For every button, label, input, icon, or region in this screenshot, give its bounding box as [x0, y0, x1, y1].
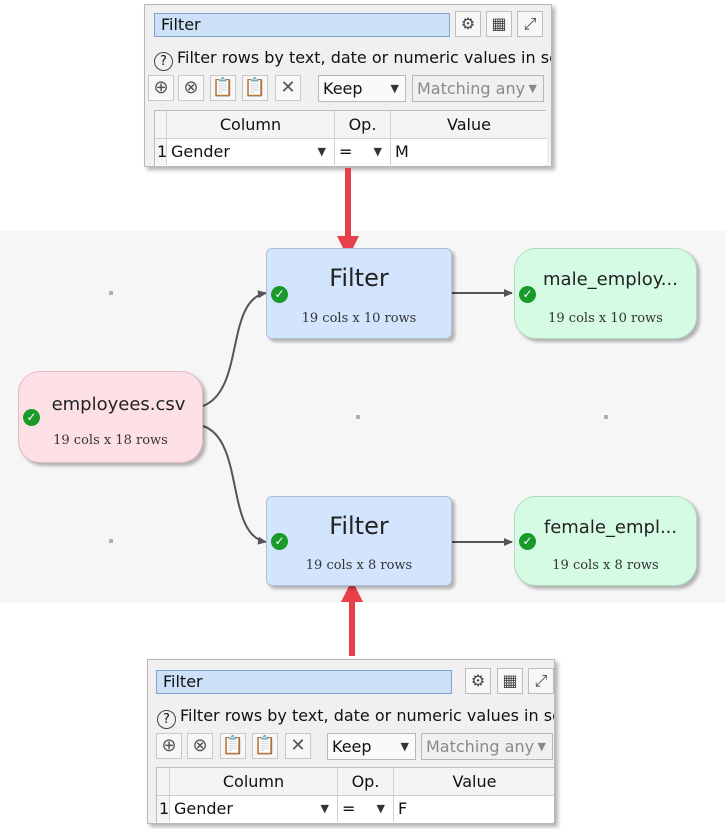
- top-filter-panel: Filter ⚙ ▦ ⤢ ?Filter rows by text, date …: [144, 4, 552, 167]
- grid-dot: [109, 291, 113, 295]
- chevron-down-icon: ▼: [376, 802, 385, 815]
- grid-dot: [109, 539, 113, 543]
- gear-icon[interactable]: ⚙: [455, 11, 481, 37]
- table-icon[interactable]: ▦: [486, 11, 512, 37]
- checkmark-icon: ✓: [271, 533, 288, 550]
- op-header[interactable]: Op.: [338, 768, 394, 796]
- column-header[interactable]: Column: [170, 768, 338, 796]
- filter-description: ?Filter rows by text, date or numeric va…: [154, 48, 552, 71]
- row-number-header: [155, 111, 167, 139]
- op-header[interactable]: Op.: [335, 111, 391, 139]
- chevron-down-icon: ▼: [373, 145, 382, 158]
- node-employees-csv[interactable]: employees.csv 19 cols x 18 rows ✓: [18, 371, 203, 463]
- expand-icon[interactable]: ⤢: [528, 668, 554, 694]
- chevron-down-icon: ▼: [390, 82, 399, 95]
- add-icon[interactable]: ⊕: [156, 733, 182, 759]
- grid-dot: [604, 415, 608, 419]
- column-select[interactable]: Gender ▼: [167, 139, 335, 165]
- op-value: =: [342, 799, 356, 818]
- keep-dropdown[interactable]: Keep ▼: [318, 75, 406, 102]
- row-number: 1: [155, 139, 167, 165]
- help-icon[interactable]: ?: [154, 52, 173, 71]
- node-title: male_employ...: [543, 269, 678, 290]
- paste-add-icon[interactable]: 📋: [252, 733, 278, 759]
- expand-icon[interactable]: ⤢: [517, 11, 543, 37]
- chevron-down-icon: ▼: [317, 145, 326, 158]
- node-title: employees.csv: [51, 394, 186, 415]
- value-header[interactable]: Value: [391, 111, 547, 139]
- filter-title-field[interactable]: Filter: [154, 13, 450, 37]
- add-icon[interactable]: ⊕: [148, 75, 174, 101]
- help-icon[interactable]: ?: [157, 710, 176, 729]
- chevron-down-icon: ▼: [320, 802, 329, 815]
- description-text: Filter rows by text, date or numeric val…: [180, 706, 555, 725]
- keep-dropdown[interactable]: Keep ▼: [327, 733, 416, 760]
- row-number: 1: [157, 796, 170, 822]
- bottom-filter-panel: Filter ⚙ ▦ ⤢ ?Filter rows by text, date …: [147, 659, 555, 824]
- chevron-down-icon: ▼: [528, 82, 537, 95]
- remove-icon[interactable]: ⊗: [187, 733, 213, 759]
- matching-dropdown[interactable]: Matching any▼: [421, 733, 553, 760]
- keep-value: Keep: [332, 737, 372, 756]
- callout-arrow-bottom-shaft: [349, 600, 355, 656]
- grid-dot: [356, 415, 360, 419]
- node-male-employees[interactable]: male_employ... 19 cols x 10 rows ✓: [514, 248, 697, 339]
- chevron-down-icon: ▼: [537, 740, 546, 753]
- row-number-header: [157, 768, 170, 796]
- remove-icon[interactable]: ⊗: [178, 75, 204, 101]
- column-value: Gender: [171, 142, 230, 161]
- node-dimensions: 19 cols x 18 rows: [53, 433, 168, 448]
- column-value: Gender: [174, 799, 233, 818]
- value-input[interactable]: M: [391, 139, 547, 165]
- node-title: female_empl...: [543, 517, 678, 538]
- node-dimensions: 19 cols x 10 rows: [301, 311, 417, 326]
- gear-icon[interactable]: ⚙: [465, 668, 491, 694]
- paste-icon[interactable]: 📋: [210, 75, 236, 101]
- clear-icon[interactable]: ✕: [285, 733, 311, 759]
- node-filter-2[interactable]: Filter 19 cols x 8 rows ✓: [266, 496, 452, 586]
- description-text: Filter rows by text, date or numeric val…: [177, 48, 552, 67]
- paste-icon[interactable]: 📋: [220, 733, 246, 759]
- node-filter-1[interactable]: Filter 19 cols x 10 rows ✓: [266, 248, 452, 339]
- table-icon[interactable]: ▦: [497, 668, 523, 694]
- matching-value: Matching any: [417, 79, 526, 98]
- conditions-grid: Column Op. Value 1 Gender▼ =▼ F: [156, 767, 554, 823]
- op-select[interactable]: =▼: [335, 139, 391, 165]
- keep-value: Keep: [323, 79, 363, 98]
- clear-icon[interactable]: ✕: [275, 75, 301, 101]
- checkmark-icon: ✓: [23, 409, 40, 426]
- filter-description: ?Filter rows by text, date or numeric va…: [157, 706, 555, 729]
- filter-title-field[interactable]: Filter: [156, 670, 452, 694]
- node-title: Filter: [329, 264, 389, 292]
- checkmark-icon: ✓: [519, 533, 536, 550]
- column-header[interactable]: Column: [167, 111, 335, 139]
- op-value: =: [339, 142, 353, 161]
- conditions-grid: Column Op. Value 1 Gender▼ =▼ M: [154, 110, 547, 166]
- matching-dropdown[interactable]: Matching any▼: [412, 75, 544, 102]
- checkmark-icon: ✓: [519, 286, 536, 303]
- node-dimensions: 19 cols x 10 rows: [548, 311, 663, 326]
- node-female-employees[interactable]: female_empl... 19 cols x 8 rows ✓: [514, 496, 697, 586]
- column-select[interactable]: Gender ▼: [170, 796, 338, 822]
- checkmark-icon: ✓: [271, 286, 288, 303]
- value-input[interactable]: F: [394, 796, 554, 822]
- paste-add-icon[interactable]: 📋: [242, 75, 268, 101]
- callout-arrow-top-shaft: [345, 168, 351, 238]
- node-title: Filter: [329, 512, 389, 540]
- op-select[interactable]: =▼: [338, 796, 394, 822]
- chevron-down-icon: ▼: [400, 740, 409, 753]
- value-header[interactable]: Value: [394, 768, 554, 796]
- matching-value: Matching any: [426, 737, 535, 756]
- node-dimensions: 19 cols x 8 rows: [552, 558, 659, 573]
- node-dimensions: 19 cols x 8 rows: [305, 558, 413, 573]
